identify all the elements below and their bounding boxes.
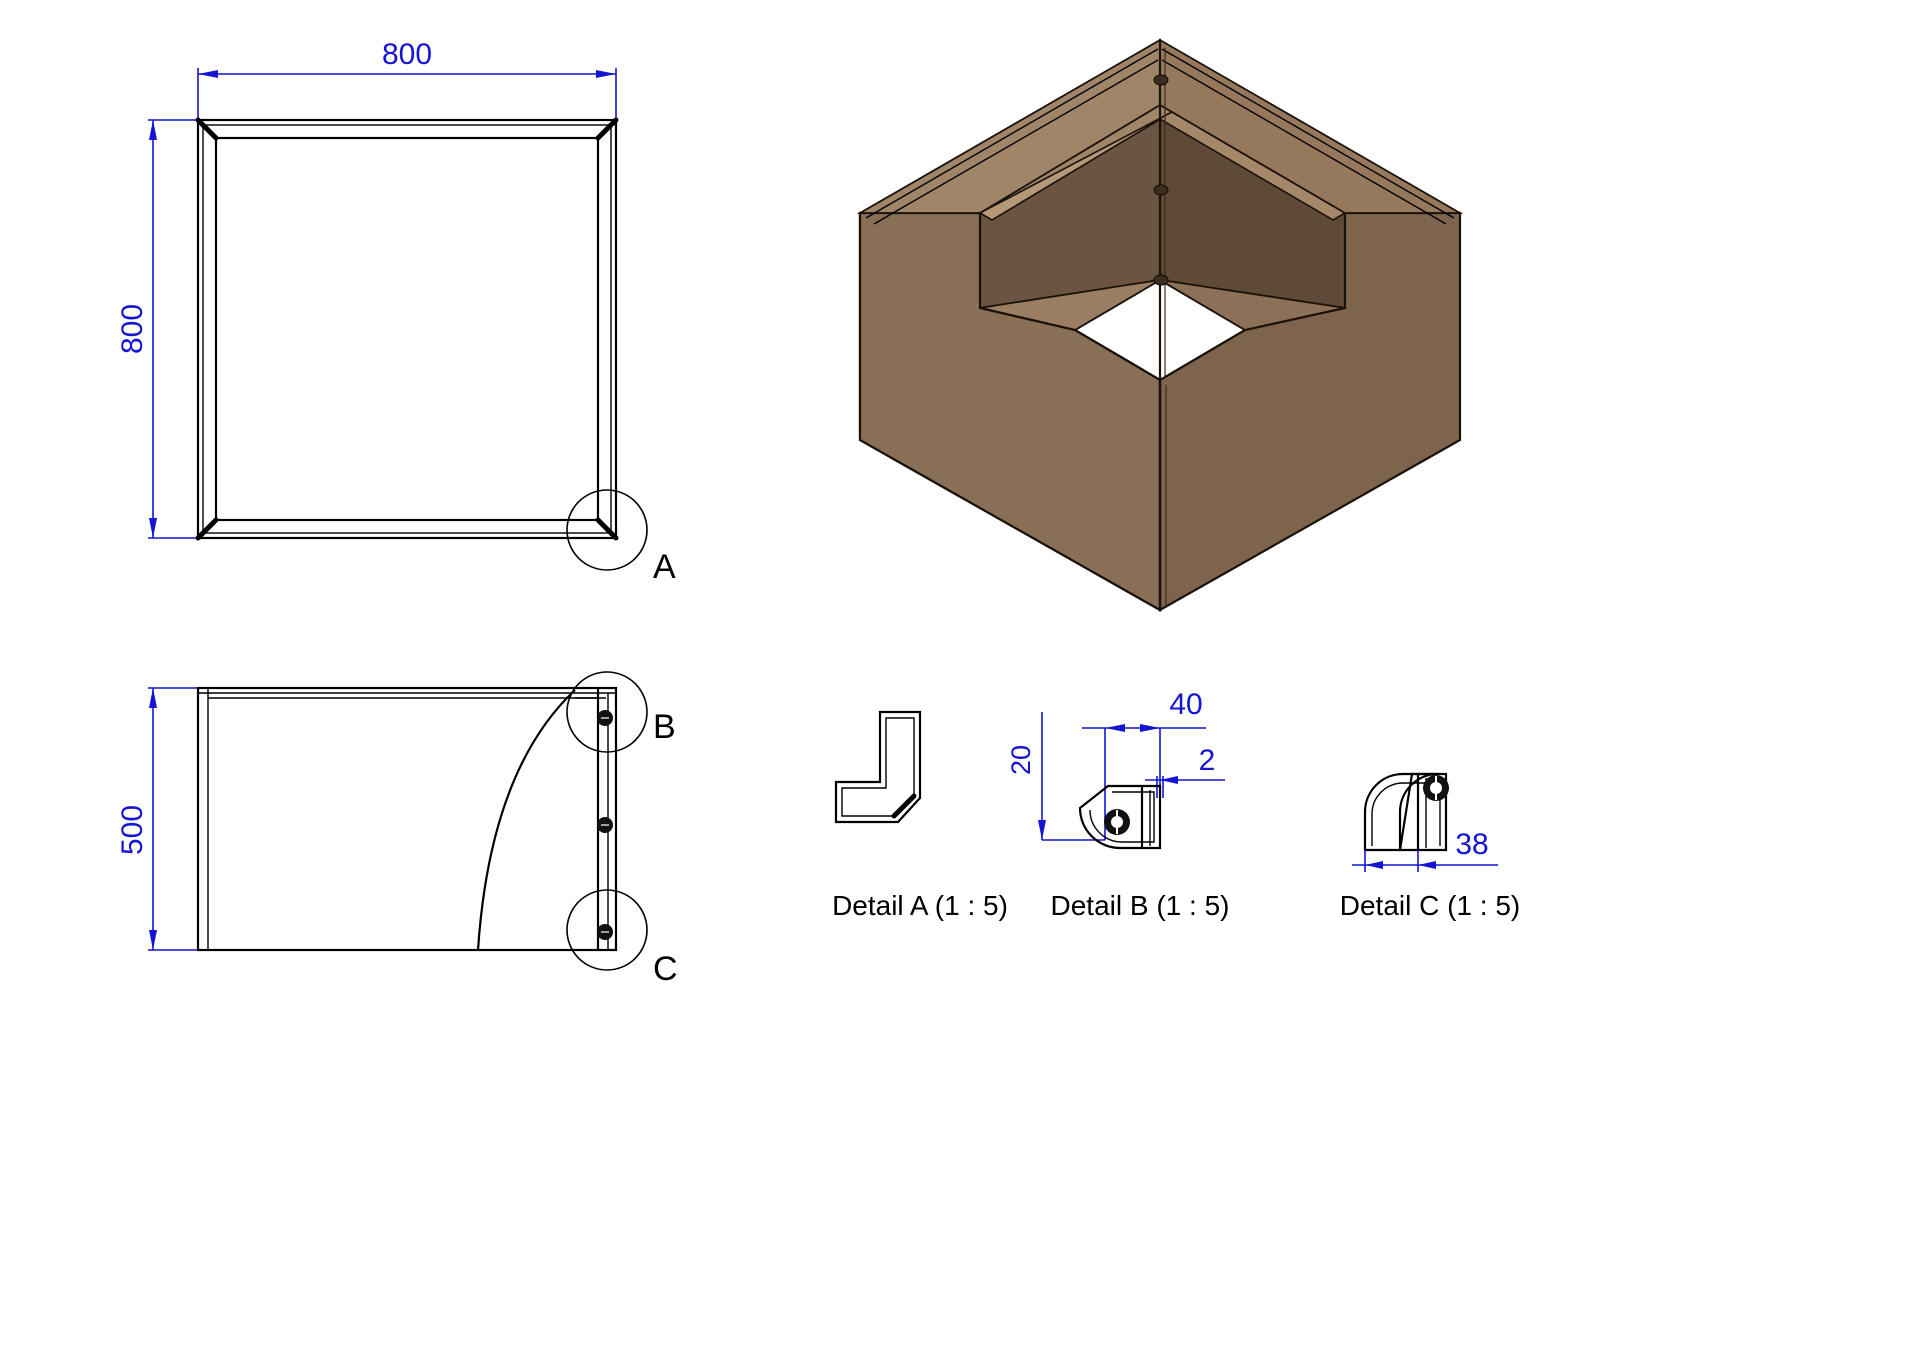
front-screw-bottom	[597, 924, 613, 940]
detail-a-profile-inner	[841, 717, 915, 817]
front-view-height-value: 500	[120, 805, 149, 855]
callout-circle-c	[566, 889, 648, 971]
top-view-height-value: 800	[120, 304, 149, 354]
detail-c-caption-wrap: Detail C (1 : 5)	[1290, 890, 1570, 922]
top-view-height-dimension: 800	[120, 119, 198, 539]
detail-a-caption-wrap: Detail A (1 : 5)	[790, 890, 1050, 922]
iso-rim-line-left-1	[865, 48, 1159, 219]
detail-b-caption-wrap: Detail B (1 : 5)	[1000, 890, 1280, 922]
callout-circle-a	[566, 489, 648, 571]
iso-wall-left-body	[858, 211, 1162, 612]
detail-b-dim-20: 20	[1006, 712, 1105, 841]
iso-rim-line-right-1	[1161, 48, 1455, 219]
top-view-inner-outline	[214, 136, 600, 522]
detail-b-dim-2: 2	[1145, 744, 1225, 798]
detail-b-value-2: 2	[1199, 744, 1216, 777]
iso-rim-line-left-2	[873, 59, 1159, 225]
callout-label-a: A	[653, 548, 676, 586]
iso-rivets	[1153, 74, 1169, 286]
detail-a-profile-outer	[834, 710, 922, 824]
detail-c: 38	[1352, 772, 1498, 872]
front-screw-top	[597, 710, 613, 726]
detail-c-dim-38: 38	[1352, 828, 1498, 872]
callout-circle-b	[566, 671, 648, 753]
detail-b-profile-inner	[1089, 791, 1155, 843]
front-view-outline	[196, 686, 618, 952]
detail-c-profile	[1363, 772, 1448, 852]
detail-b-caption: Detail B (1 : 5)	[1050, 890, 1230, 921]
isometric-view	[856, 38, 1464, 612]
detail-a-caption: Detail A (1 : 5)	[832, 890, 1008, 921]
miter-tr	[595, 117, 619, 141]
iso-rim-line-right-2	[1161, 59, 1447, 225]
detail-b-value-20: 20	[1006, 745, 1036, 775]
top-view-rim-line	[202, 124, 612, 534]
detail-c-screw	[1423, 775, 1449, 801]
front-curved-edge	[476, 689, 576, 951]
callout-label-c: C	[653, 950, 678, 988]
top-view-width-value: 800	[382, 38, 432, 71]
detail-b-value-40: 40	[1169, 690, 1202, 721]
detail-b-dim-40: 40	[1082, 690, 1206, 840]
detail-b: 20 40 2	[1006, 690, 1225, 850]
iso-wall-right-body	[1158, 211, 1462, 612]
detail-a-miter	[891, 793, 917, 819]
miter-bl	[195, 517, 219, 541]
front-view: 500 B C	[120, 671, 678, 988]
callout-label-b: B	[653, 708, 676, 746]
front-screw-middle	[597, 817, 613, 833]
top-view-width-dimension: 800	[197, 38, 617, 120]
front-view-height-dimension: 500	[120, 687, 198, 951]
miter-tl	[195, 117, 219, 141]
miter-br	[595, 517, 619, 541]
top-view-outer-outline	[196, 118, 618, 540]
detail-c-caption: Detail C (1 : 5)	[1339, 890, 1521, 921]
detail-c-value-38: 38	[1455, 828, 1488, 861]
detail-c-profile-inner	[1371, 782, 1441, 846]
top-view: 800 800 A	[120, 38, 676, 586]
detail-a	[834, 710, 922, 824]
detail-b-screw	[1104, 809, 1130, 835]
detail-b-profile	[1078, 784, 1162, 850]
